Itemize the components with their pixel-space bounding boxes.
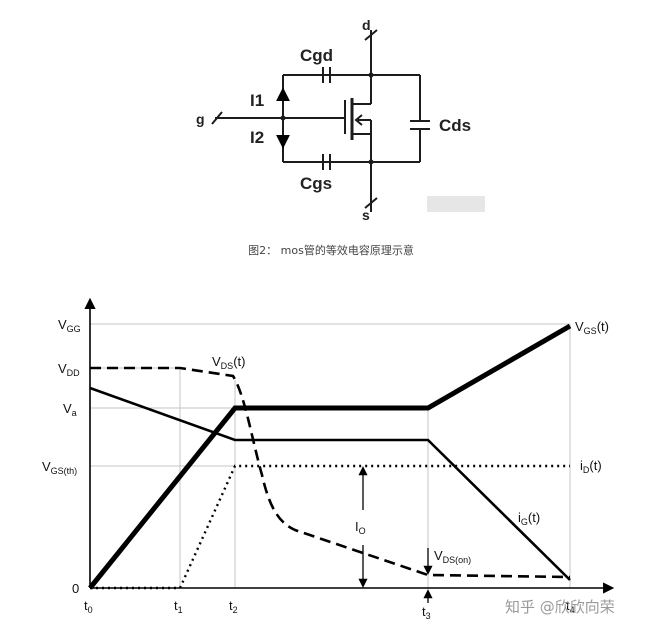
label-io: IO [355,519,366,536]
blur-patch [427,196,485,212]
label-vds: VDS(t) [212,354,245,371]
label-vgs: VGS(t) [575,319,609,336]
drain-label: d [362,17,371,33]
label-vds-on: VDS(on) [434,548,471,565]
drain-node-dot [368,72,374,78]
y-label-vdd: VDD [58,361,80,378]
y-label-zero: 0 [72,581,79,596]
gate-label: g [196,111,205,127]
gate-node-dot [280,115,286,121]
y-label-va: Va [63,401,77,418]
x-label-t1: t1 [174,598,183,615]
id-curve [90,464,570,590]
label-ig: iG(t) [518,510,540,527]
watermark: 知乎 @欣欣向荣 [505,598,615,616]
cgs-label: Cgs [300,174,332,193]
mosfet-body-arrow [354,114,363,126]
drain-tick [364,29,378,41]
gate-tick [211,111,223,125]
x-label-t2: t2 [229,598,238,615]
cgd-label: Cgd [300,46,333,65]
ig-curve [89,386,571,581]
figure-caption: 图2： mos管的等效电容原理示意 [248,243,414,257]
source-label: s [362,207,370,223]
label-id: iD(t) [580,458,602,475]
vds-curve [90,366,571,579]
x-label-t3: t3 [422,604,431,621]
cds-label: Cds [439,116,471,135]
vgs-curve [88,323,572,590]
source-tick [364,197,378,209]
y-label-vgg: VGG [58,317,81,334]
y-label-vgs-th: VGS(th) [42,459,77,476]
i1-label: I1 [250,91,264,110]
source-node-dot [368,159,374,165]
x-label-t4: t4 [566,598,575,615]
i2-label: I2 [250,128,264,147]
x-label-t0: t0 [84,598,93,615]
waveform-diagram: VGG VDD Va VGS(th) 0 t0 t1 t2 t3 t4 VGS(… [42,297,615,621]
